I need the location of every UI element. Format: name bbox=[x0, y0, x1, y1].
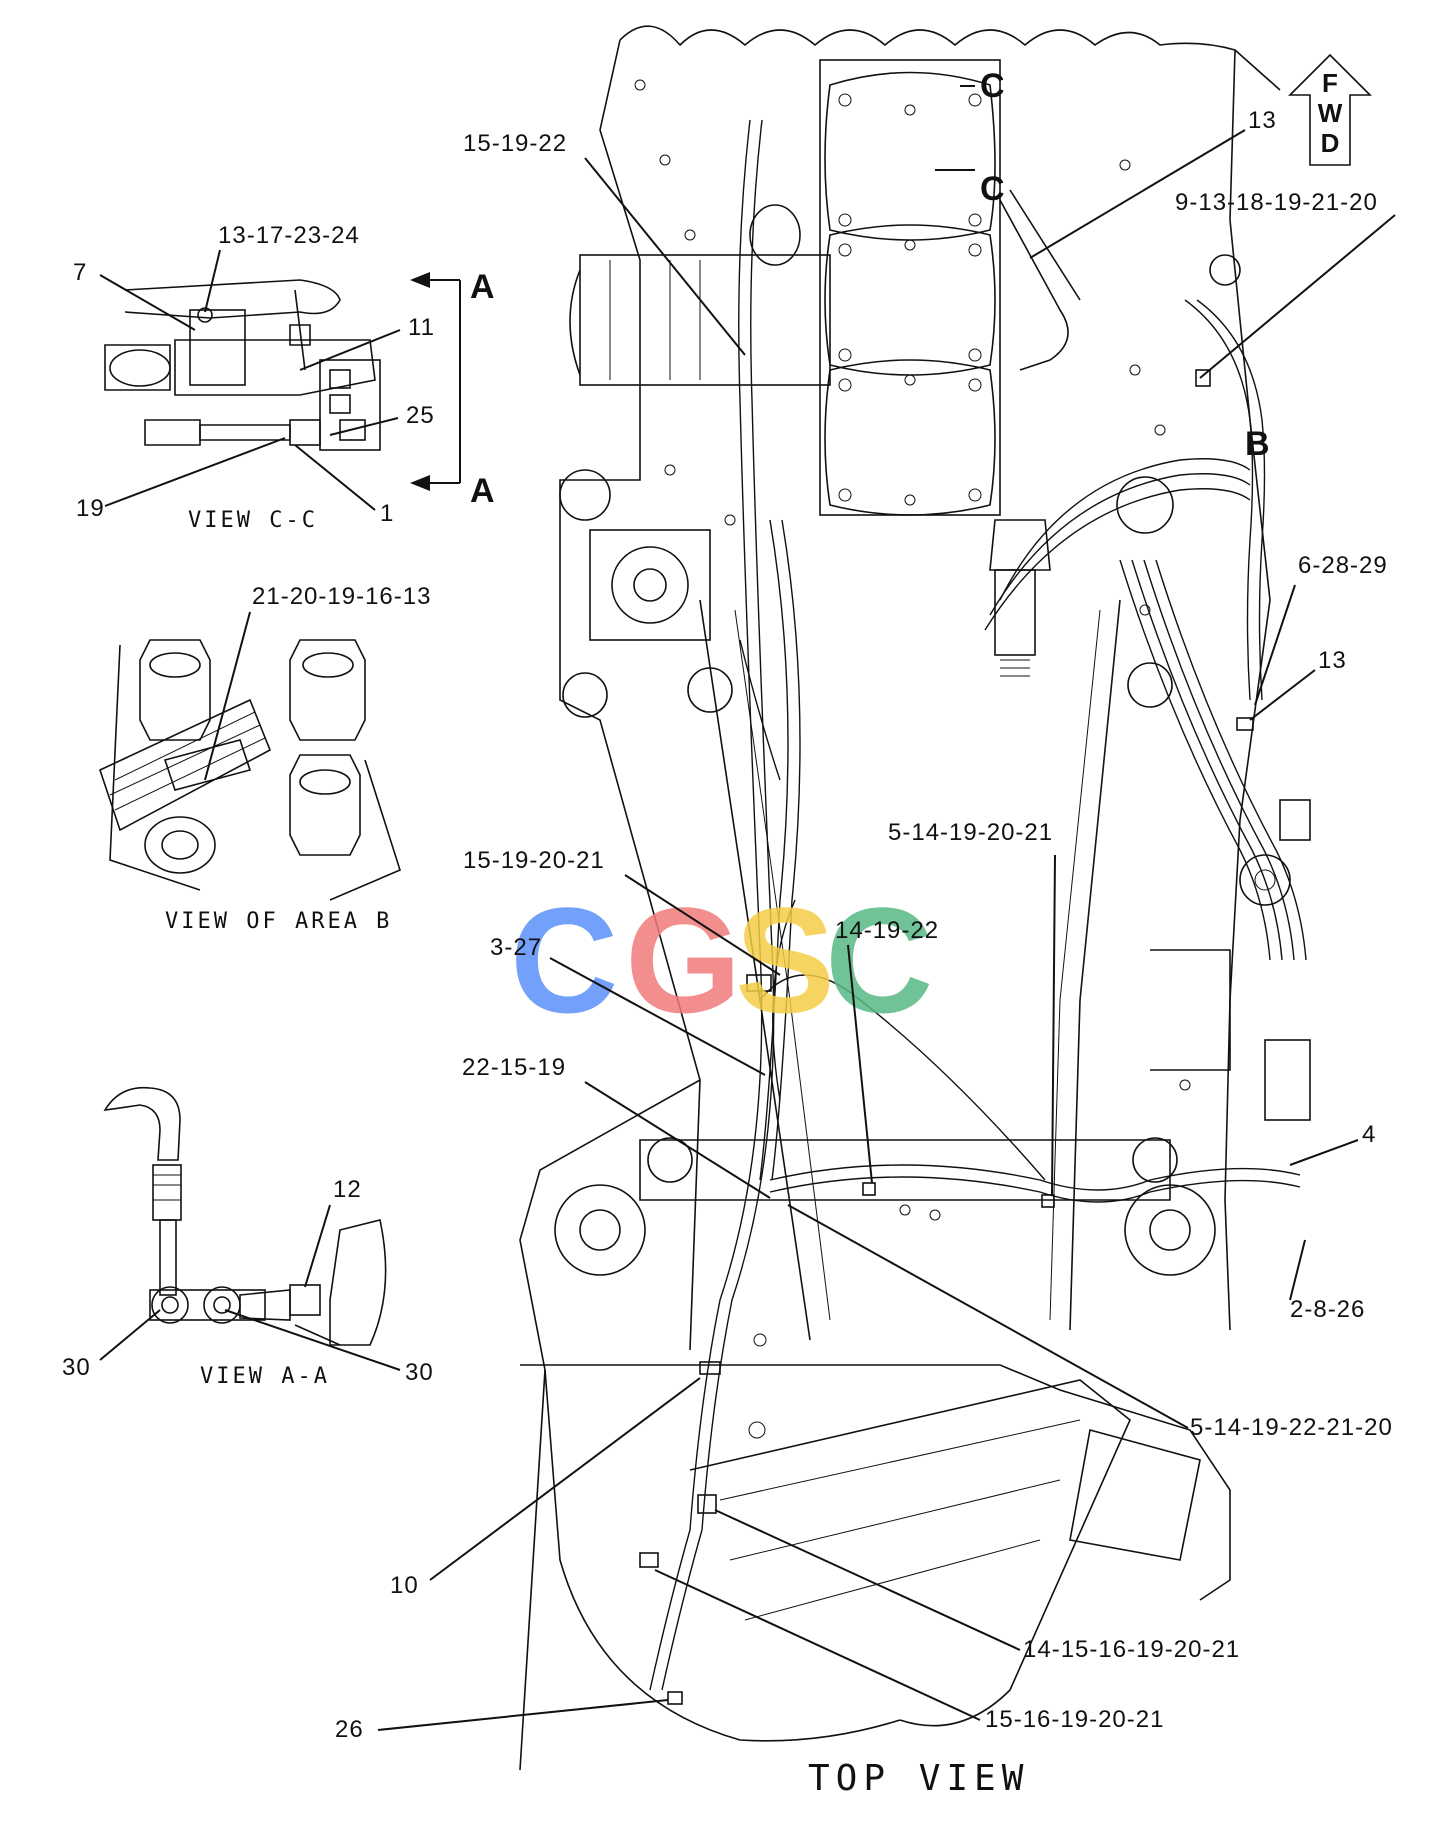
cc-callout-19: 19 bbox=[76, 495, 105, 522]
callout-6-28-29: 6-28-29 bbox=[1298, 552, 1388, 579]
watermark-c-1: C bbox=[510, 876, 618, 1044]
hoses-and-harness bbox=[639, 119, 1307, 1705]
diagram-title: TOP VIEW bbox=[808, 1758, 1029, 1799]
forward-arrow: F W D bbox=[1288, 53, 1372, 166]
callout-14-19-22: 14-19-22 bbox=[835, 917, 939, 944]
view-aa: VIEW A-A 12 30 30 bbox=[62, 1086, 434, 1389]
section-letter-c-lower: C bbox=[980, 170, 1005, 208]
callout-22-15-19: 22-15-19 bbox=[462, 1054, 566, 1081]
callout-5-14-19-20-21: 5-14-19-20-21 bbox=[888, 819, 1053, 846]
cc-section-letter-a-bottom: A bbox=[470, 472, 495, 510]
aa-callout-30-right: 30 bbox=[405, 1359, 434, 1386]
area-b-callout-21-20-19-16-13: 21-20-19-16-13 bbox=[252, 583, 431, 610]
fwd-letter-f: F bbox=[1322, 68, 1338, 98]
view-cc: A A VIEW C-C 13-17-23-24 7 11 25 19 1 bbox=[73, 222, 495, 533]
aa-callout-30-left: 30 bbox=[62, 1354, 91, 1381]
watermark-c-2: C bbox=[825, 876, 933, 1044]
callout-10: 10 bbox=[390, 1572, 419, 1599]
engine-fittings bbox=[838, 93, 982, 506]
cc-callout-7: 7 bbox=[73, 259, 87, 286]
watermark-g: G bbox=[625, 876, 742, 1044]
watermark: C G S C bbox=[510, 876, 933, 1044]
callout-15-16-19-20-21: 15-16-19-20-21 bbox=[985, 1706, 1164, 1733]
cc-callout-13-17-23-24: 13-17-23-24 bbox=[218, 222, 360, 249]
callout-13-top: 13 bbox=[1248, 107, 1277, 134]
callout-9-13-18-19-21-20: 9-13-18-19-21-20 bbox=[1175, 189, 1378, 216]
cc-section-letter-a-top: A bbox=[470, 268, 495, 306]
callout-3-27: 3-27 bbox=[490, 934, 542, 961]
callout-26-bottom: 26 bbox=[335, 1716, 364, 1743]
fwd-letter-w: W bbox=[1318, 98, 1343, 128]
callout-15-19-22-top: 15-19-22 bbox=[463, 130, 567, 157]
callout-15-19-20-21: 15-19-20-21 bbox=[463, 847, 605, 874]
cc-callout-25: 25 bbox=[406, 402, 435, 429]
watermark-s: S bbox=[735, 876, 835, 1044]
frame-bolts bbox=[634, 79, 1191, 1221]
aa-callout-12: 12 bbox=[333, 1176, 362, 1203]
view-aa-caption: VIEW A-A bbox=[200, 1364, 330, 1389]
cc-callout-11: 11 bbox=[408, 314, 435, 341]
cc-callout-1: 1 bbox=[380, 500, 394, 527]
section-letter-b: B bbox=[1245, 425, 1270, 463]
callout-5-14-19-22-21-20: 5-14-19-22-21-20 bbox=[1190, 1414, 1393, 1441]
callout-2-8-26: 2-8-26 bbox=[1290, 1296, 1365, 1323]
section-letter-c-upper: C bbox=[980, 67, 1005, 105]
callout-14-15-16-19-20-21: 14-15-16-19-20-21 bbox=[1023, 1636, 1240, 1663]
main-callouts: 15-19-22 13 9-13-18-19-21-20 6-28-29 13 … bbox=[335, 107, 1396, 1743]
fwd-letter-d: D bbox=[1321, 128, 1340, 158]
view-area-b-caption: VIEW OF AREA B bbox=[165, 909, 392, 934]
callout-13-right: 13 bbox=[1318, 647, 1347, 674]
view-area-b: VIEW OF AREA B 21-20-19-16-13 bbox=[99, 583, 431, 934]
callout-4: 4 bbox=[1362, 1121, 1376, 1148]
machine-frame-drawing bbox=[519, 25, 1311, 1771]
view-cc-caption: VIEW C-C bbox=[188, 508, 318, 533]
